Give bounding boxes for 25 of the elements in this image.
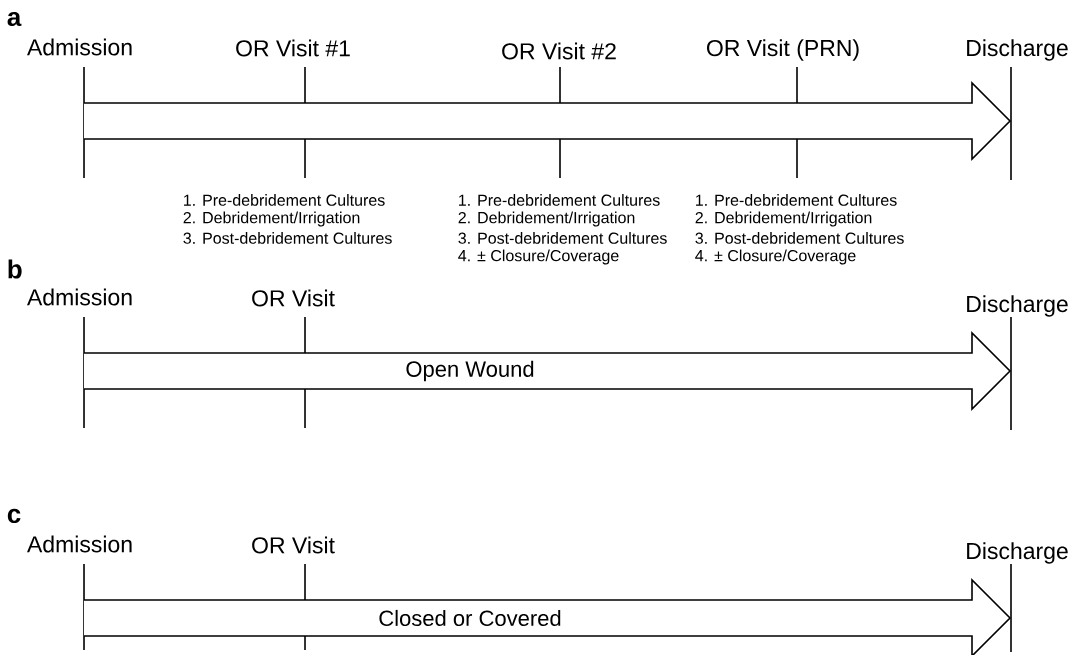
step-text: 4. ± Closure/Coverage bbox=[458, 249, 619, 265]
panel-letter: a bbox=[7, 11, 22, 27]
event-label: Discharge bbox=[967, 542, 1068, 564]
step-text: 2. Debridement/Irrigation bbox=[695, 211, 872, 227]
event-label: OR Visit #2 bbox=[502, 42, 616, 60]
step-text: 3. Post-debridement Cultures bbox=[458, 232, 667, 244]
step-text: 2. Debridement/Irrigation bbox=[183, 211, 360, 227]
event-label: Admission bbox=[27, 38, 132, 56]
event-label: OR Visit bbox=[252, 289, 335, 307]
step-text: 1. Pre-debridement Cultures bbox=[459, 194, 660, 206]
event-label: OR Visit bbox=[252, 536, 335, 554]
event-label: OR Visit #1 bbox=[236, 39, 350, 57]
event-label: Discharge bbox=[967, 39, 1068, 61]
step-text: 2. Debridement/Irrigation bbox=[458, 211, 635, 227]
panel-letter: c bbox=[7, 508, 21, 524]
event-label: Admission bbox=[27, 288, 132, 306]
step-text: 1. Pre-debridement Cultures bbox=[696, 194, 897, 206]
block-arrow bbox=[83, 81, 1012, 161]
step-text: 1. Pre-debridement Cultures bbox=[184, 194, 385, 206]
step-text: 4. ± Closure/Coverage bbox=[695, 249, 856, 265]
step-text: 3. Post-debridement Cultures bbox=[695, 232, 904, 244]
panel-letter: b bbox=[8, 259, 22, 279]
event-label: Discharge bbox=[967, 295, 1068, 317]
event-label: Admission bbox=[27, 535, 132, 553]
step-text: 3. Post-debridement Cultures bbox=[183, 232, 392, 244]
